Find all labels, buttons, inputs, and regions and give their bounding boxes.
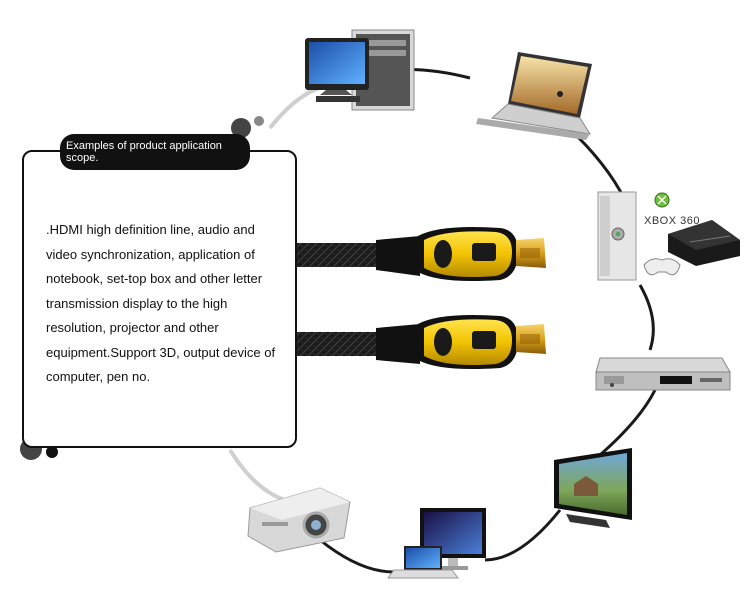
laptop-icon (476, 52, 592, 140)
dot-large-top (231, 118, 251, 138)
monitor-laptop-icon (387, 508, 486, 579)
caption-description: .HDMI high definition line, audio and vi… (46, 222, 276, 384)
hdmi-cable-bottom (296, 315, 546, 369)
dvd-player-icon (595, 357, 731, 391)
dot-small-top (254, 116, 264, 126)
dot-small-bottom (46, 446, 58, 458)
caption-title: Examples of product application scope. (60, 134, 250, 170)
desktop-computer-icon (305, 29, 415, 111)
xbox-label: XBOX 360 (644, 215, 700, 227)
hdmi-cable-top (296, 227, 546, 281)
xbox-360-icon (597, 191, 681, 281)
projector-icon (247, 487, 351, 553)
description-box (22, 150, 297, 448)
ps3-console-icon (668, 220, 740, 266)
lcd-tv-icon (554, 448, 632, 528)
